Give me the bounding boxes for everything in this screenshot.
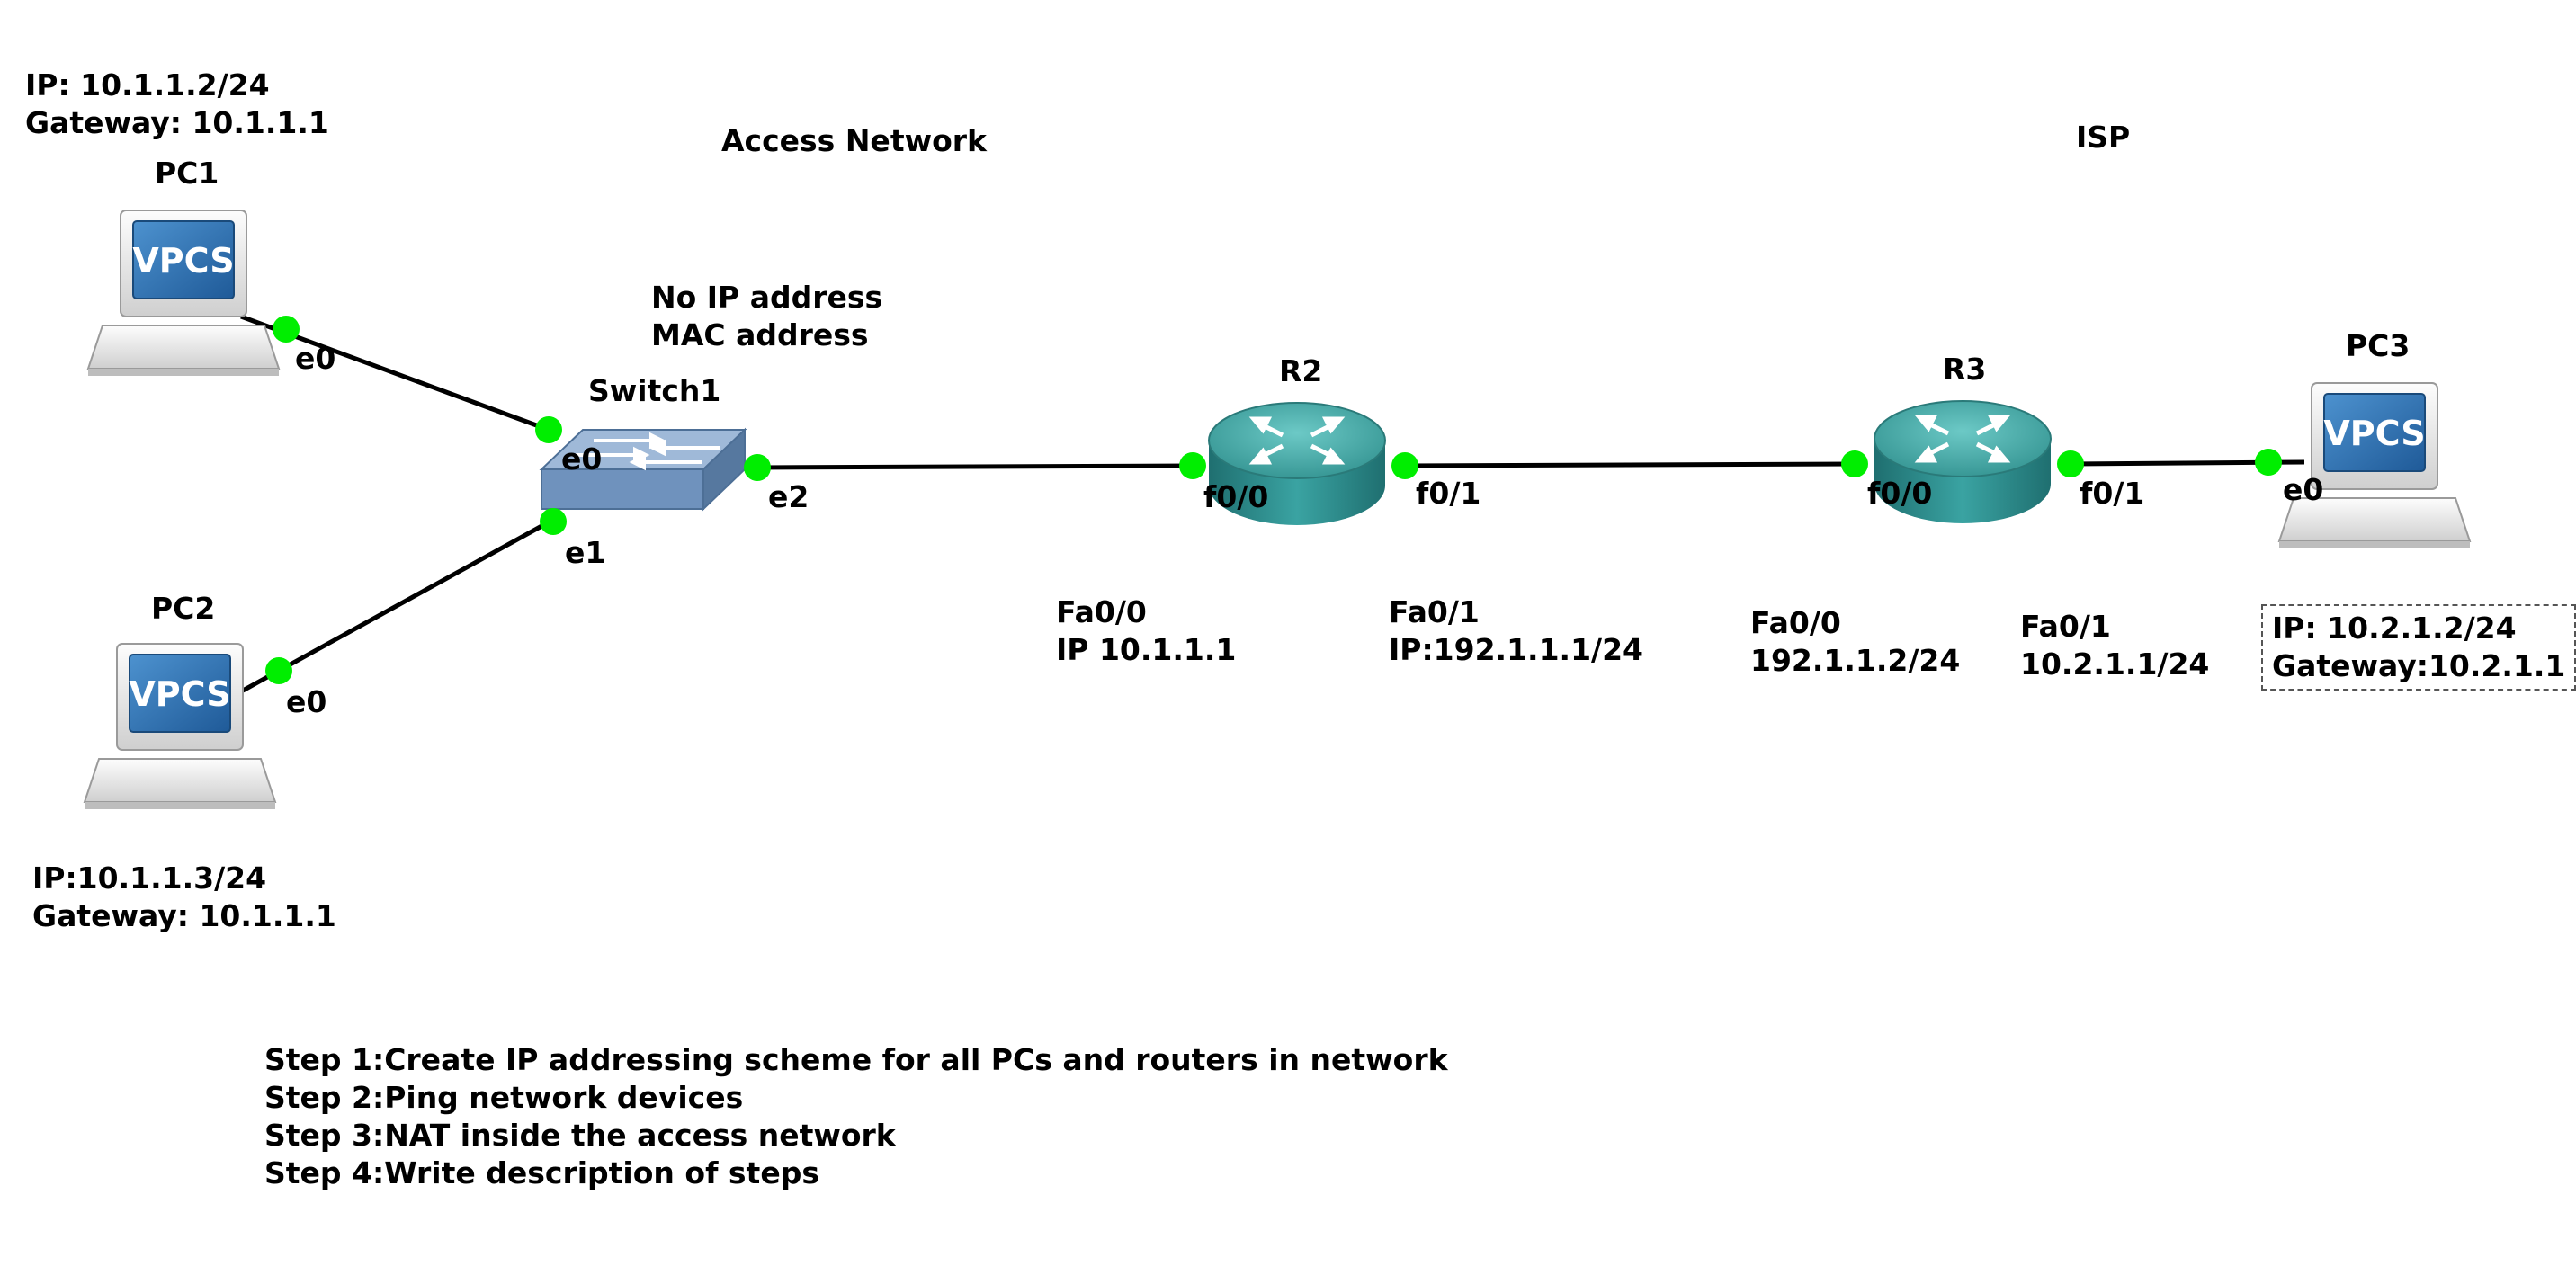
r3-name: R3 xyxy=(1943,352,1987,387)
step-item: Step 1:Create IP addressing scheme for a… xyxy=(264,1042,1448,1077)
pc3-screen-text: VPCS xyxy=(2323,414,2425,453)
link-r2-r3 xyxy=(1404,461,1856,468)
port-label-pc3-e0: e0 xyxy=(2283,472,2324,507)
port-dot-pc2-e0 xyxy=(265,657,292,684)
pc1-address-block: IP: 10.1.1.2/24 Gateway: 10.1.1.1 xyxy=(25,67,329,142)
r2-fa01-name: Fa0/1 xyxy=(1389,594,1480,629)
zone-label-access: Access Network xyxy=(721,123,987,158)
pc1-gateway: Gateway: 10.1.1.1 xyxy=(25,105,329,140)
step-item: Step 3:NAT inside the access network xyxy=(264,1118,896,1153)
pc2-icon[interactable]: VPCS xyxy=(84,643,276,810)
r3-fa00-ip: 192.1.1.2/24 xyxy=(1750,643,1961,678)
port-label-r3-f00: f0/0 xyxy=(1867,476,1933,511)
r3-fa00-name: Fa0/0 xyxy=(1750,605,1841,640)
pc3-ip: IP: 10.2.1.2/24 xyxy=(2272,611,2517,646)
pc1-ip: IP: 10.1.1.2/24 xyxy=(25,67,270,103)
link-switch-r2 xyxy=(756,463,1194,470)
pc2-name: PC2 xyxy=(151,591,216,626)
port-label-r2-f01: f0/1 xyxy=(1416,476,1481,511)
r2-icon[interactable] xyxy=(1208,402,1386,525)
switch1-notes: No IP address MAC address xyxy=(651,279,882,354)
r2-fa00-info: Fa0/0 IP 10.1.1.1 xyxy=(1056,593,1236,669)
steps-list: Step 1:Create IP addressing scheme for a… xyxy=(264,1041,1448,1192)
port-dot-r3-f01 xyxy=(2057,450,2084,477)
step-item: Step 4:Write description of steps xyxy=(264,1155,819,1190)
port-label-sw-e0: e0 xyxy=(561,441,603,477)
pc1-screen-text: VPCS xyxy=(132,241,234,281)
port-label-sw-e2: e2 xyxy=(768,479,809,514)
pc2-gateway: Gateway: 10.1.1.1 xyxy=(32,898,336,933)
port-dot-r2-f00 xyxy=(1179,452,1206,479)
r3-icon[interactable] xyxy=(1874,400,2052,523)
switch1-note-ip: No IP address xyxy=(651,280,883,315)
zone-label-isp: ISP xyxy=(2076,120,2131,155)
switch1-name: Switch1 xyxy=(588,373,721,408)
r2-fa01-ip: IP:192.1.1.1/24 xyxy=(1389,632,1644,667)
switch1-icon[interactable] xyxy=(539,427,747,512)
port-dot-r3-f00 xyxy=(1841,450,1868,477)
port-label-pc1-e0: e0 xyxy=(295,341,336,376)
r2-fa00-name: Fa0/0 xyxy=(1056,594,1147,629)
switch1-note-mac: MAC address xyxy=(651,317,869,352)
r3-fa01-name: Fa0/1 xyxy=(2020,609,2111,644)
r3-fa01-info: Fa0/1 10.2.1.1/24 xyxy=(2020,608,2209,683)
port-dot-sw-e0 xyxy=(535,416,562,443)
r3-fa01-ip: 10.2.1.1/24 xyxy=(2020,646,2210,682)
pc2-ip: IP:10.1.1.3/24 xyxy=(32,860,267,896)
port-dot-sw-e2 xyxy=(744,454,771,481)
pc3-address-block: IP: 10.2.1.2/24 Gateway:10.2.1.1 xyxy=(2261,604,2576,691)
port-label-r3-f01: f0/1 xyxy=(2080,476,2145,511)
pc3-gateway: Gateway:10.2.1.1 xyxy=(2272,648,2566,683)
r2-fa01-info: Fa0/1 IP:192.1.1.1/24 xyxy=(1389,593,1643,669)
link-pc2-switch xyxy=(241,517,555,693)
port-dot-pc3-e0 xyxy=(2255,449,2282,476)
pc3-name: PC3 xyxy=(2346,328,2411,363)
port-label-pc2-e0: e0 xyxy=(286,684,327,719)
pc2-address-block: IP:10.1.1.3/24 Gateway: 10.1.1.1 xyxy=(32,860,336,935)
r3-fa00-info: Fa0/0 192.1.1.2/24 xyxy=(1750,604,1960,680)
port-dot-sw-e1 xyxy=(540,508,567,535)
r2-name: R2 xyxy=(1279,353,1323,388)
port-dot-r2-f01 xyxy=(1391,452,1418,479)
pc1-name: PC1 xyxy=(155,156,219,191)
pc2-screen-text: VPCS xyxy=(129,674,230,714)
port-label-sw-e1: e1 xyxy=(565,535,606,570)
pc1-icon[interactable]: VPCS xyxy=(87,210,280,377)
pc3-icon[interactable]: VPCS xyxy=(2278,382,2471,549)
port-dot-pc1-e0 xyxy=(273,316,300,343)
step-item: Step 2:Ping network devices xyxy=(264,1080,744,1115)
r2-fa00-ip: IP 10.1.1.1 xyxy=(1056,632,1237,667)
port-label-r2-f00: f0/0 xyxy=(1203,479,1269,514)
